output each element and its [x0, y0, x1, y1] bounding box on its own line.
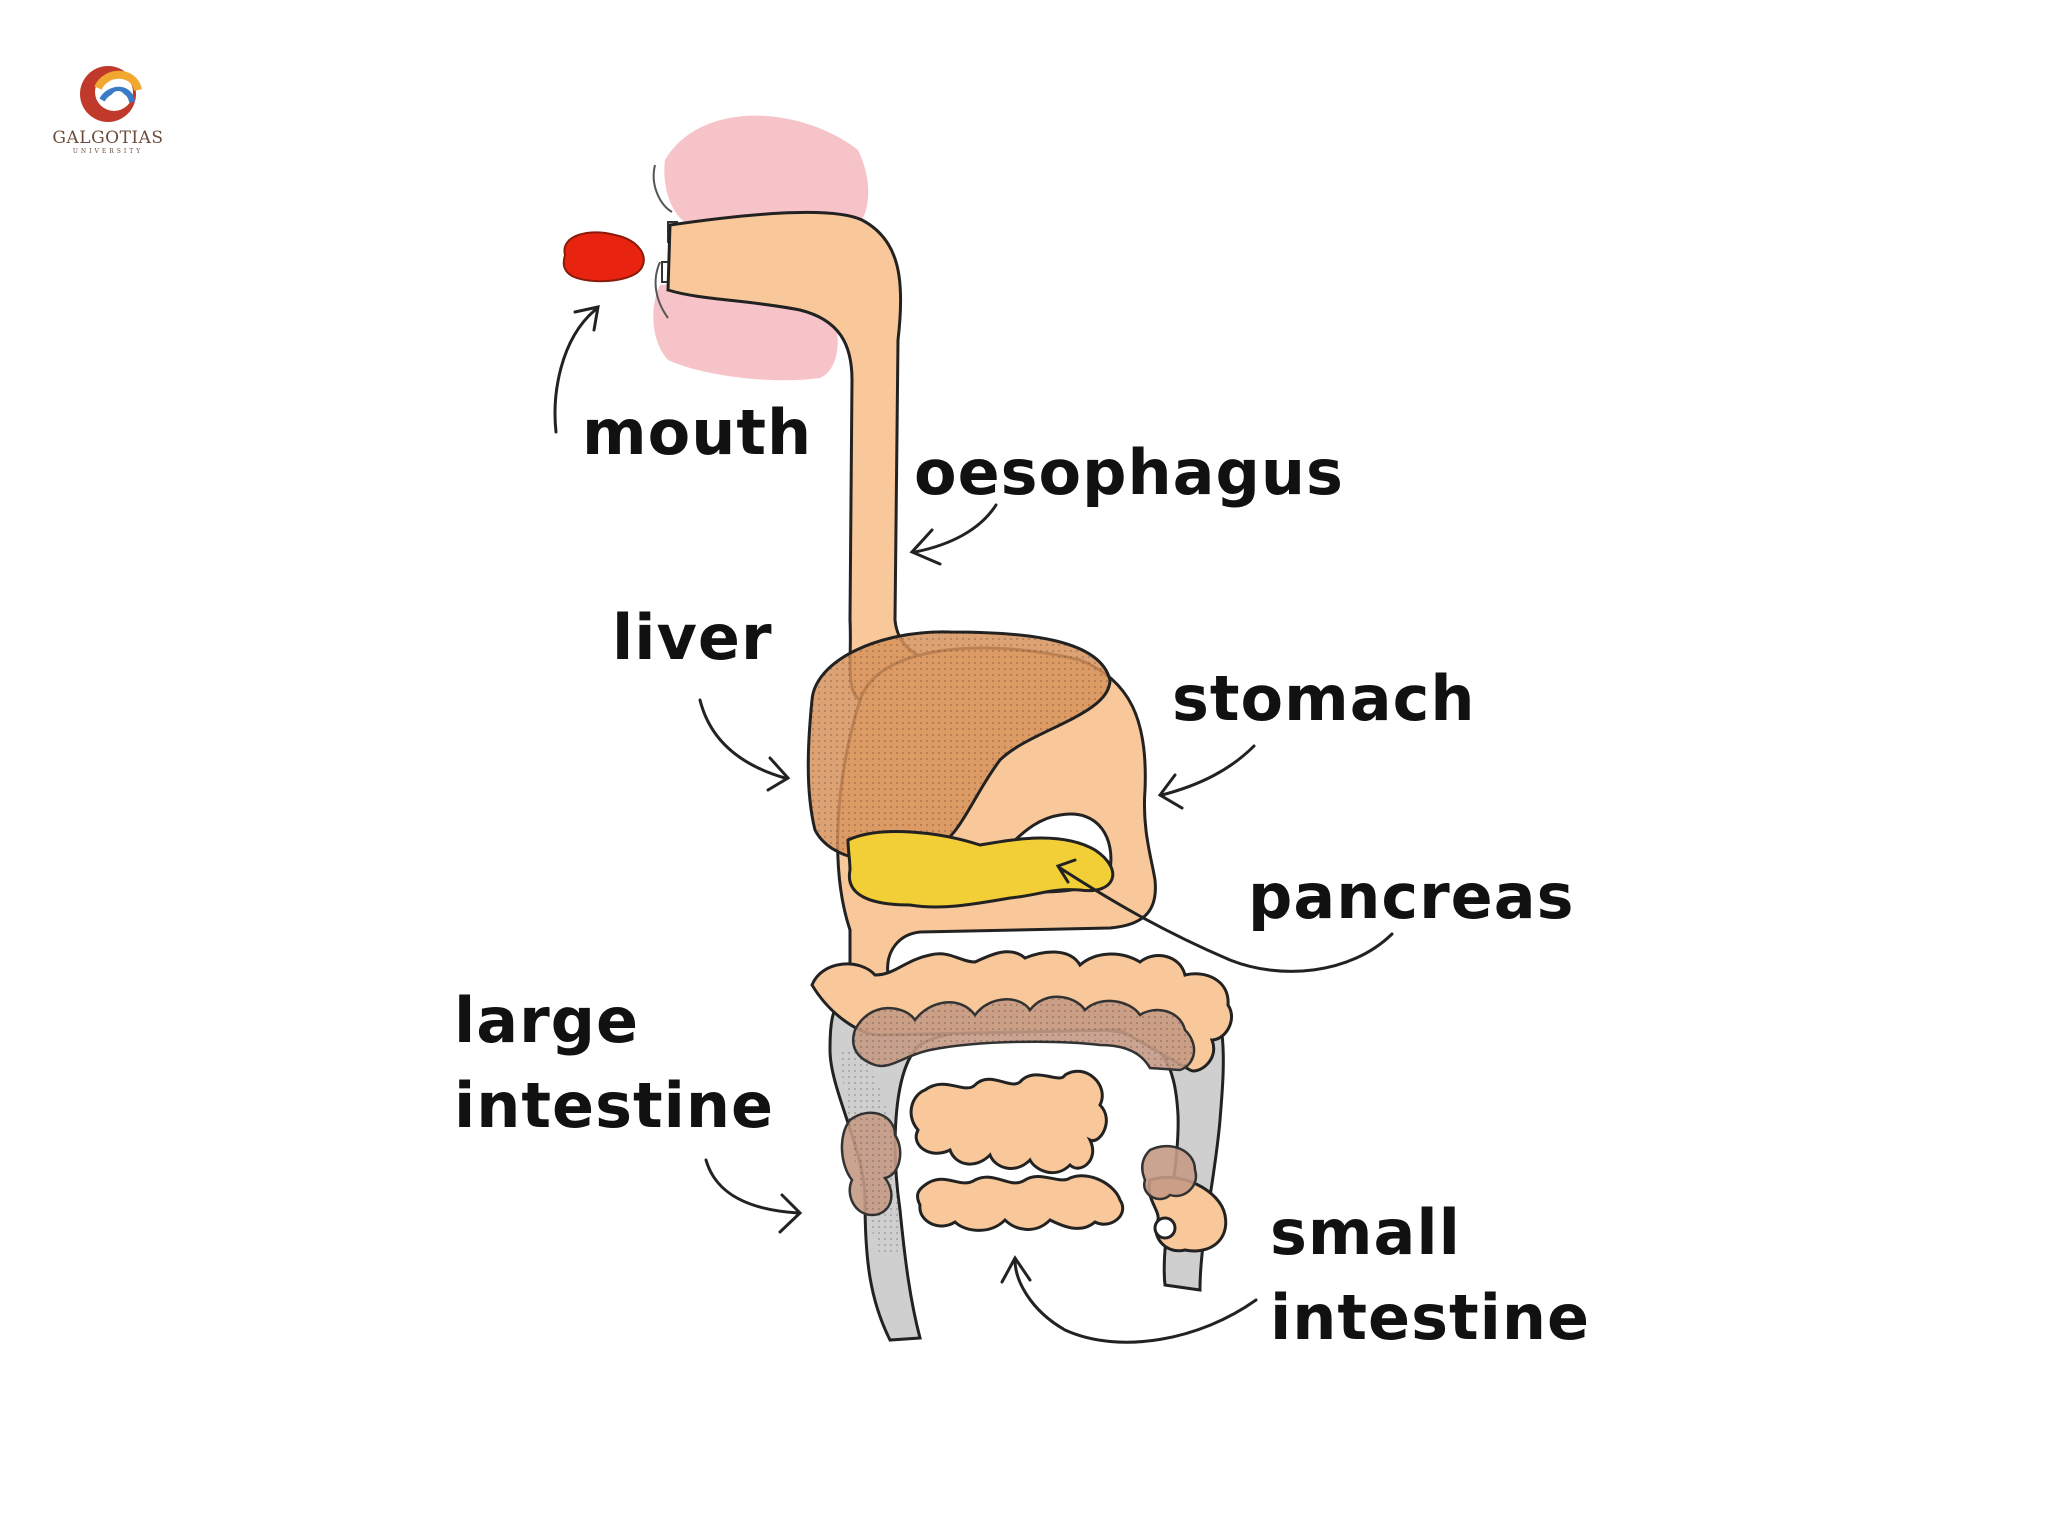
liver-arrow: [698, 698, 787, 780]
mouth-arrow: [553, 308, 597, 434]
label-pancreas: pancreas: [1248, 860, 1575, 933]
food-bolus: [562, 231, 645, 283]
oesophagus-arrow: [913, 503, 998, 554]
large-intestine-arrow: [704, 1158, 800, 1215]
stomach-arrow: [1160, 744, 1256, 797]
label-mouth: mouth: [582, 396, 813, 469]
label-small-intestine-line1: small: [1270, 1196, 1461, 1269]
pancreas-arrow: [1058, 866, 1394, 973]
label-oesophagus: oesophagus: [914, 436, 1344, 509]
pointer-arrows: [553, 305, 1394, 1344]
logo-subtitle: UNIVERSITY: [72, 148, 144, 155]
pancreas-shape: [846, 830, 1115, 909]
label-small-intestine-line2: intestine: [1270, 1281, 1591, 1354]
label-stomach: stomach: [1172, 662, 1476, 735]
small-intestine-arrow: [1013, 1258, 1258, 1344]
label-large-intestine-line2: intestine: [454, 1069, 775, 1142]
galgotias-logo: [80, 66, 142, 122]
label-liver: liver: [612, 601, 773, 674]
label-large-intestine-line1: large: [454, 984, 640, 1057]
logo-name: GALGOTIAS: [52, 128, 164, 148]
